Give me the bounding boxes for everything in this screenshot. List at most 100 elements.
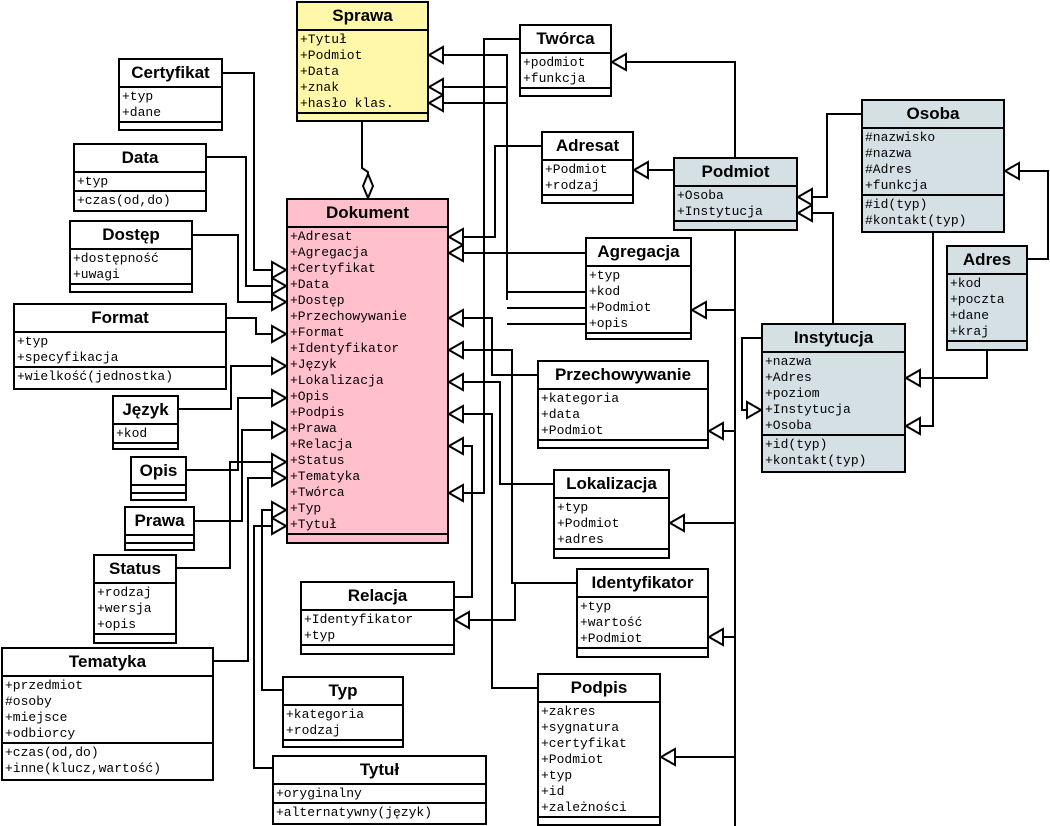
operations-section: +id(typ)+kontakt(typ)	[763, 434, 904, 469]
class-relacja[interactable]: Relacja+Identyfikator+typ	[300, 581, 455, 655]
class-podpis[interactable]: Podpis+zakres+sygnatura+certyfikat+Podmi…	[537, 673, 661, 826]
attribute: +Identyfikator	[304, 612, 414, 627]
operations-section	[539, 816, 659, 824]
connector-line	[227, 317, 272, 335]
attribute: +Agregacja	[290, 245, 369, 260]
operation: +wielkość(jednostka)	[17, 369, 174, 384]
attribute: +Podmiot	[541, 423, 604, 438]
operation: #id(typ)	[865, 197, 928, 212]
operation: +kontakt(typ)	[765, 453, 867, 468]
attribute: +specyfikacja	[17, 350, 119, 365]
arrowhead-icon	[446, 436, 464, 456]
attribute: +kategoria	[286, 707, 365, 722]
class-name: Język	[114, 397, 177, 425]
class-agregacja[interactable]: Agregacja+typ+kod+Podmiot+opis	[585, 237, 692, 340]
attribute: +typ	[304, 628, 336, 643]
attribute: +Instytucja	[677, 204, 763, 219]
attribute: +oryginalny	[276, 786, 362, 801]
class-dokument[interactable]: Dokument+Adresat+Agregacja+Certyfikat+Da…	[286, 198, 449, 544]
attribute: #Adres	[865, 162, 912, 177]
connector-line	[463, 349, 576, 584]
arrowhead-icon	[446, 340, 464, 360]
class-adresat[interactable]: Adresat+Podmiot+rodzaj	[541, 131, 634, 204]
arrowhead-icon	[446, 243, 464, 263]
operations-section	[132, 491, 185, 500]
attributes-section: +typ+kod+Podmiot+opis	[587, 267, 690, 332]
class-name: Data	[75, 145, 205, 173]
class-name: Lokalizacja	[555, 471, 668, 499]
arrowhead-icon	[271, 324, 289, 344]
class-tworca[interactable]: Twórca+podmiot+funkcja	[519, 24, 612, 97]
class-dostep[interactable]: Dostęp+dostępność+uwagi	[69, 220, 193, 293]
class-adres[interactable]: Adres+kod+poczta+dane+kraj	[946, 245, 1028, 351]
class-tytul[interactable]: Tytuł+oryginalny+alternatywny(język)	[272, 755, 487, 825]
class-format[interactable]: Format+typ+specyfikacja+wielkość(jednost…	[13, 303, 227, 390]
arrowhead-icon	[446, 372, 464, 392]
attributes-section: +kategoria+rodzaj	[284, 706, 402, 739]
class-identyfikator[interactable]: Identyfikator+typ+wartość+Podmiot	[576, 568, 709, 658]
attribute: +Tematyka	[290, 469, 361, 484]
attributes-section: +kategoria+data+Podmiot	[539, 390, 707, 439]
operations-section: +alternatywny(język)	[274, 802, 485, 821]
connector-line	[187, 397, 272, 471]
class-name: Osoba	[863, 101, 1003, 129]
attribute: +Data	[290, 277, 330, 292]
arrowhead-icon	[271, 276, 289, 296]
class-status[interactable]: Status+rodzaj+wersja+opis	[93, 554, 177, 644]
attribute: +funkcja	[865, 178, 928, 193]
class-name: Agregacja	[587, 239, 690, 267]
attribute: +hasło klas.	[300, 96, 394, 111]
class-name: Tematyka	[3, 649, 212, 677]
attribute: #nazwisko	[865, 130, 936, 145]
connector-line	[1019, 170, 1049, 260]
attribute: +Osoba	[765, 418, 812, 433]
attribute: +Relacja	[290, 437, 353, 452]
class-name: Twórca	[521, 26, 610, 54]
attribute: +dane	[950, 308, 990, 323]
attribute: +Podmiot	[545, 162, 608, 177]
arrowhead-icon	[271, 388, 289, 408]
class-certyfikat[interactable]: Certyfikat+typ+dane	[118, 58, 223, 131]
class-name: Format	[15, 305, 225, 333]
class-podmiot[interactable]: Podmiot+Osoba+Instytucja	[673, 157, 798, 231]
attribute: +rodzaj	[97, 585, 152, 600]
class-lokalizacja[interactable]: Lokalizacja+typ+Podmiot+adres	[553, 469, 670, 559]
attribute: +id	[541, 784, 565, 799]
operations-section	[675, 220, 796, 228]
class-osoba[interactable]: Osoba#nazwisko#nazwa#Adres+funkcja#id(ty…	[861, 99, 1005, 233]
operations-section: #id(typ)#kontakt(typ)	[863, 194, 1003, 229]
class-opis[interactable]: Opis	[130, 456, 187, 501]
arrowhead-icon	[706, 627, 724, 647]
attribute: +przedmiot	[5, 678, 84, 693]
arrowhead-icon	[689, 300, 707, 320]
class-name: Relacja	[302, 583, 453, 611]
attribute: +Lokalizacja	[290, 373, 384, 388]
connector-line	[193, 234, 272, 303]
class-name: Prawa	[126, 508, 193, 536]
connector-line	[177, 461, 272, 569]
arrowhead-icon	[903, 416, 921, 436]
class-name: Adres	[948, 247, 1026, 275]
class-jezyk[interactable]: Język+kod	[112, 395, 179, 450]
class-data[interactable]: Data+typ+czas(od,do)	[73, 143, 207, 212]
class-prawa[interactable]: Prawa	[124, 506, 195, 551]
attribute: +data	[541, 407, 581, 422]
connector-line	[463, 381, 553, 485]
class-name: Sprawa	[298, 3, 427, 31]
attributes-section: +kod	[114, 425, 177, 442]
class-instytucja[interactable]: Instytucja+nazwa+Adres+poziom+Instytucja…	[761, 323, 906, 473]
attribute: +uwagi	[73, 267, 120, 282]
class-sprawa[interactable]: Sprawa+Tytuł+Podmiot+Data+znak+hasło kla…	[296, 1, 429, 122]
attribute: +odbiorcy	[5, 726, 76, 741]
class-tematyka[interactable]: Tematyka+przedmiot#osoby+miejsce+odbiorc…	[1, 647, 214, 781]
class-przechowywanie[interactable]: Przechowywanie+kategoria+data+Podmiot	[537, 360, 709, 449]
attribute: +Instytucja	[765, 402, 851, 417]
attributes-section: +Tytuł+Podmiot+Data+znak+hasło klas.	[298, 31, 427, 112]
operation: +id(typ)	[765, 437, 828, 452]
class-typ[interactable]: Typ+kategoria+rodzaj	[282, 676, 404, 748]
attributes-section: +typ+wartość+Podmiot	[578, 598, 707, 647]
operations-section	[288, 533, 447, 541]
attribute: +Osoba	[677, 188, 724, 203]
attribute: +opis	[97, 617, 137, 632]
connector-line	[920, 351, 988, 379]
